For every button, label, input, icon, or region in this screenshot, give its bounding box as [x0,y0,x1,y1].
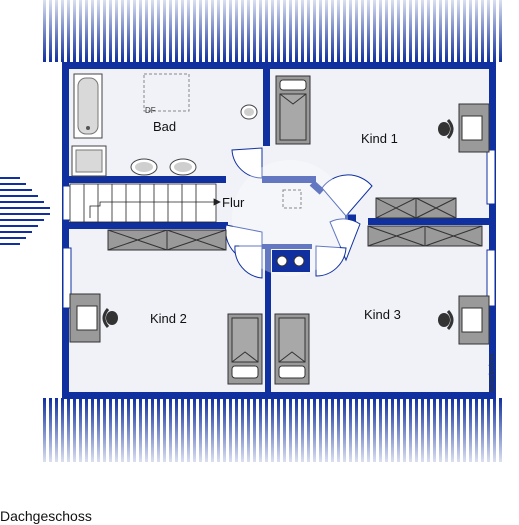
bathtub-icon [73,73,103,139]
desk-icon [458,295,490,345]
shower-icon [71,145,107,177]
room-label-bad: Bad [153,119,176,134]
sink-icon [130,158,158,176]
stairs-icon [69,183,221,223]
bed-icon [227,313,263,385]
windows [62,149,496,309]
doors [225,147,373,279]
skylight-icon [143,73,190,112]
roof-bottom [40,398,503,462]
sink-icon [169,158,197,176]
roof-top [40,0,503,62]
room-label-flur: Flur [222,195,245,210]
room-label-kind3: Kind 3 [364,307,401,322]
window-icon [486,249,496,307]
wardrobe-icon [375,197,457,219]
desk-icon [458,103,490,153]
chimney-icon [272,250,310,272]
plan-caption: Dachgeschoss [0,508,92,524]
door-flur [234,245,263,279]
credit-label: McGrinch'es [489,353,496,392]
chair-icon [438,310,454,330]
door-kind1 [321,174,373,217]
chair-icon [438,119,454,139]
door-kind3 [329,218,361,262]
df-label: DF [145,106,156,115]
room-label-kind2: Kind 2 [150,311,187,326]
chair-icon [102,308,118,328]
skylight-icon [282,189,302,209]
door-kind3-b [315,245,347,277]
window-icon [486,149,496,205]
bed-icon [275,75,311,145]
interior-walls [66,66,492,394]
window-icon [62,247,72,309]
dormer-roof-left [0,174,58,246]
exterior-walls [62,62,496,399]
floor-plan: DF [0,0,503,462]
toilet-icon [240,104,258,120]
door-bad [231,147,263,179]
wardrobe-icon [107,229,227,251]
wardrobe-icon [367,225,483,247]
room-label-kind1: Kind 1 [361,131,398,146]
desk-icon [69,293,101,343]
bed-icon [274,313,310,385]
